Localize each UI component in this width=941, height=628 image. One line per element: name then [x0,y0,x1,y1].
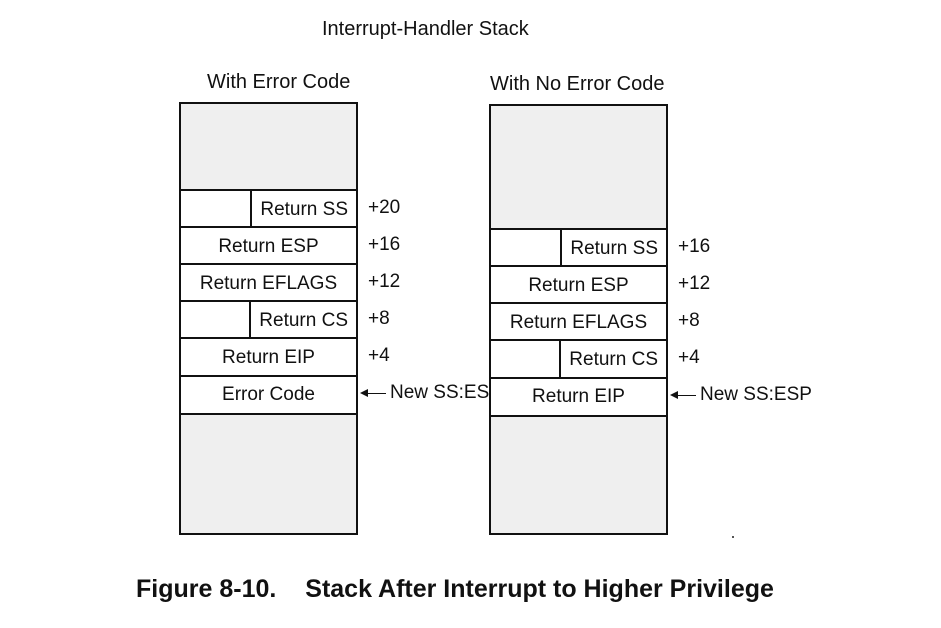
figure-number: Figure 8-10. [136,575,277,603]
left-stack: Return SS Return ESP Return EFLAGS Retur… [179,102,358,535]
left-row-error-code-label: Error Code [222,384,315,405]
left-row-error-code: Error Code [181,375,356,415]
right-row-return-eflags: Return EFLAGS [491,302,666,341]
right-stack-heading: With No Error Code [490,73,665,95]
left-row-return-eflags-label: Return EFLAGS [199,272,338,294]
left-stack-pointer: New SS:ESP [360,382,502,404]
right-stack-pointer: New SS:ESP [670,384,812,406]
stray-dot [732,536,734,538]
left-row-return-cs: Return CS [181,300,356,339]
left-offset-20: +20 [368,197,401,218]
right-row-return-cs-label: Return CS [559,341,666,378]
left-row-return-eip-label: Return EIP [222,346,315,368]
left-offset-8: +8 [368,308,390,329]
figure-caption-text: Stack After Interrupt to Higher Privileg… [305,575,774,603]
right-row-return-eip-label: Return EIP [532,386,625,407]
left-offset-16: +16 [368,234,401,255]
figure-caption: Figure 8-10. Stack After Interrupt to Hi… [136,575,774,604]
left-row-return-ss-label: Return SS [250,191,356,228]
right-offset-16: +16 [678,236,711,257]
right-offset-12: +12 [678,273,711,294]
left-row-return-esp-label: Return ESP [218,235,319,257]
right-row-return-eflags-label: Return EFLAGS [509,311,648,333]
left-pointer-label: New SS:ESP [390,382,502,403]
right-row-return-esp: Return ESP [491,265,666,304]
left-row-return-eflags: Return EFLAGS [181,263,356,302]
right-pointer-label: New SS:ESP [700,384,812,405]
right-stack: Return SS Return ESP Return EFLAGS Retur… [489,104,668,535]
left-offset-4: +4 [368,345,390,366]
right-row-return-eip: Return EIP [491,377,666,417]
left-stack-heading: With Error Code [207,71,351,93]
left-row-return-esp: Return ESP [181,226,356,265]
right-offset-8: +8 [678,310,700,331]
left-row-return-cs-label: Return CS [249,302,356,339]
left-row-return-eip: Return EIP [181,337,356,376]
right-row-return-esp-label: Return ESP [528,274,629,296]
left-offset-12: +12 [368,271,401,292]
right-offset-4: +4 [678,347,700,368]
right-pointer-arrow-icon [670,390,696,399]
right-row-return-ss: Return SS [491,228,666,267]
right-row-return-ss-label: Return SS [560,230,666,267]
diagram-title: Interrupt-Handler Stack [322,18,529,40]
right-row-return-cs: Return CS [491,339,666,378]
left-pointer-arrow-icon [360,388,386,397]
left-row-return-ss: Return SS [181,189,356,228]
